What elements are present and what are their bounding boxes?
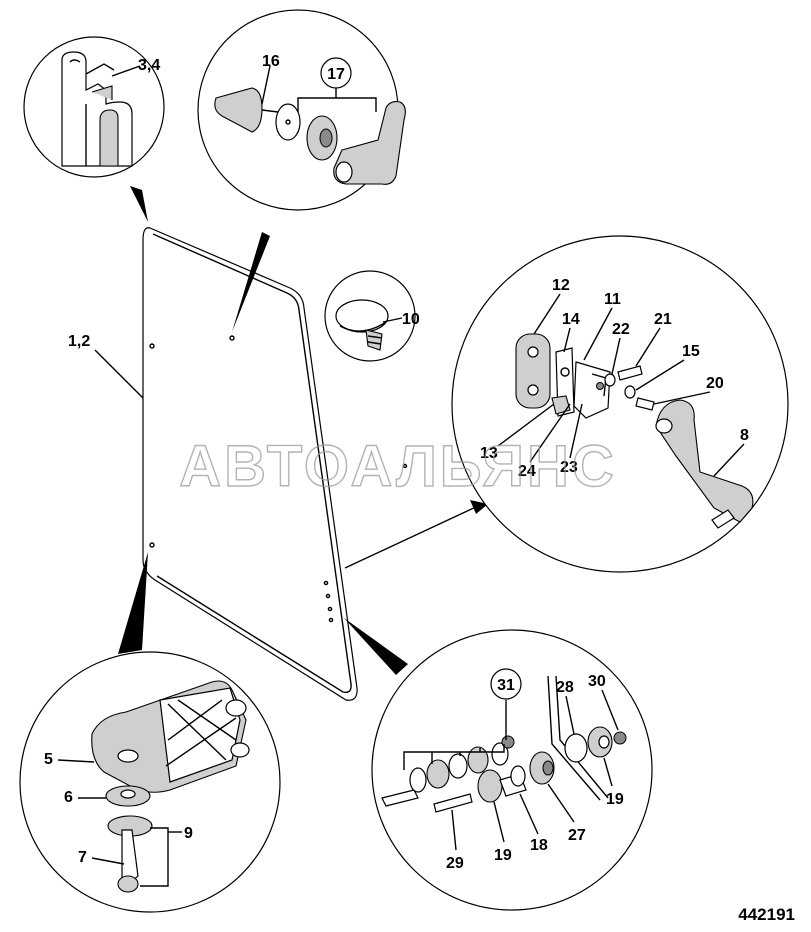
callout-9: 9 [184, 825, 193, 842]
detail-circle-seal: 3,4 [23, 36, 165, 178]
callout-19-left: 19 [494, 847, 512, 864]
callout-31-ring [490, 668, 522, 700]
callout-10: 10 [402, 311, 420, 328]
callout-20: 20 [706, 375, 724, 392]
callout-19-right: 19 [606, 791, 624, 808]
callout-3-4: 3,4 [138, 57, 160, 74]
callout-16: 16 [262, 53, 280, 70]
callout-11: 11 [604, 291, 621, 308]
callout-22: 22 [612, 321, 630, 338]
callout-8: 8 [740, 427, 749, 444]
callout-12: 12 [552, 277, 570, 294]
callout-1-2: 1,2 [68, 333, 90, 350]
callout-14: 14 [562, 311, 580, 328]
callout-21: 21 [654, 311, 672, 328]
callout-28: 28 [556, 679, 574, 696]
watermark: АВТОАЛЬЯНС [179, 434, 616, 499]
callout-5: 5 [44, 751, 53, 768]
callout-24: 24 [518, 463, 536, 480]
detail-circle-knob: 16 17 [197, 9, 406, 211]
callout-27: 27 [568, 827, 586, 844]
detail-circle-mount: 31 28 30 19 29 19 18 27 [371, 629, 653, 911]
callout-17: 17 [327, 66, 345, 83]
callout-7: 7 [78, 849, 87, 866]
detail-circle-latch: 5 6 9 7 [19, 651, 281, 913]
document-number: 442191 [738, 905, 795, 924]
glass-panel [142, 227, 408, 701]
panel-label: 1,2 [68, 333, 144, 399]
detail-circle-plug: 10 [324, 270, 420, 362]
callout-29: 29 [446, 855, 464, 872]
callout-6: 6 [64, 789, 73, 806]
callout-13: 13 [480, 445, 498, 462]
callout-30: 30 [588, 673, 606, 690]
pointer-wedges [118, 186, 488, 675]
callout-23: 23 [560, 459, 578, 476]
callout-18: 18 [530, 837, 548, 854]
detail-circle-hinge: 12 11 14 22 21 15 20 8 13 24 23 [451, 235, 789, 573]
callout-31: 31 [497, 677, 515, 694]
callout-15: 15 [682, 343, 700, 360]
